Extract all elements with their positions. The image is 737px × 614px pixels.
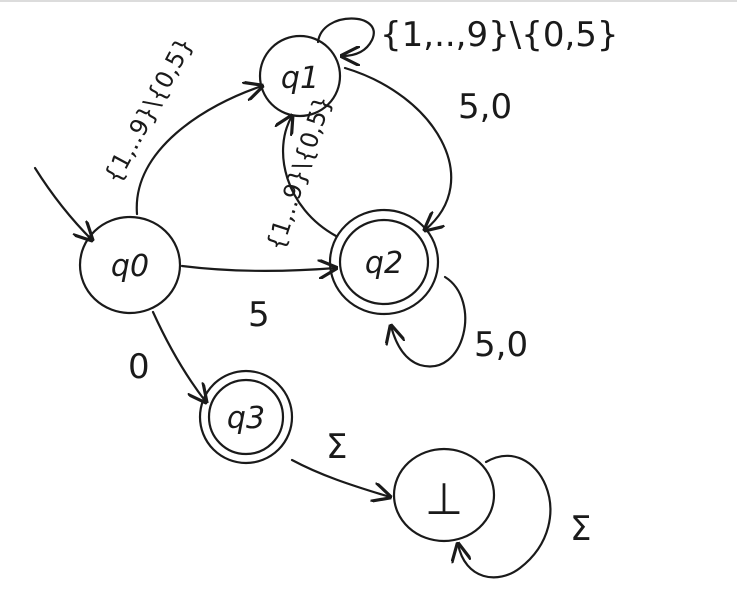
edge-q1-self-label: {1,..,9}\{0,5}	[380, 15, 619, 55]
edge-q2-self-loop	[391, 275, 467, 368]
edge-q0-q2-label: 5	[248, 295, 270, 335]
state-q2-label: q2	[365, 246, 403, 281]
edge-q0-q1	[135, 86, 262, 216]
edge-q3-sink	[290, 458, 390, 497]
edge-q1-q2	[343, 66, 453, 230]
edge-q2-q1	[283, 116, 338, 238]
state-sink-label: ⊥	[425, 474, 463, 525]
state-sink[interactable]: ⊥	[392, 447, 496, 543]
state-q1-label: q1	[281, 61, 319, 96]
start-arrow	[33, 166, 92, 240]
edge-q0-q3	[151, 310, 206, 402]
edge-sink-self-loop	[458, 454, 552, 579]
edge-sink-self-label: Σ	[570, 509, 591, 549]
edge-q0-q2	[180, 266, 336, 271]
edge-q2-self-label: 5,0	[474, 325, 528, 365]
state-q0[interactable]: q0	[78, 215, 182, 315]
edge-q0-q3-label: 0	[128, 347, 150, 387]
state-q3-label: q3	[227, 401, 265, 436]
edge-q1-self-loop	[316, 17, 375, 57]
state-q0-label: q0	[111, 249, 149, 284]
canvas-top-border	[0, 0, 737, 2]
state-q1[interactable]: q1	[258, 34, 342, 118]
edge-q3-sink-label: Σ	[326, 427, 347, 467]
state-q2[interactable]: q2	[328, 208, 440, 316]
state-q3[interactable]: q3	[198, 369, 294, 465]
edge-q1-q2-label: 5,0	[458, 87, 512, 127]
